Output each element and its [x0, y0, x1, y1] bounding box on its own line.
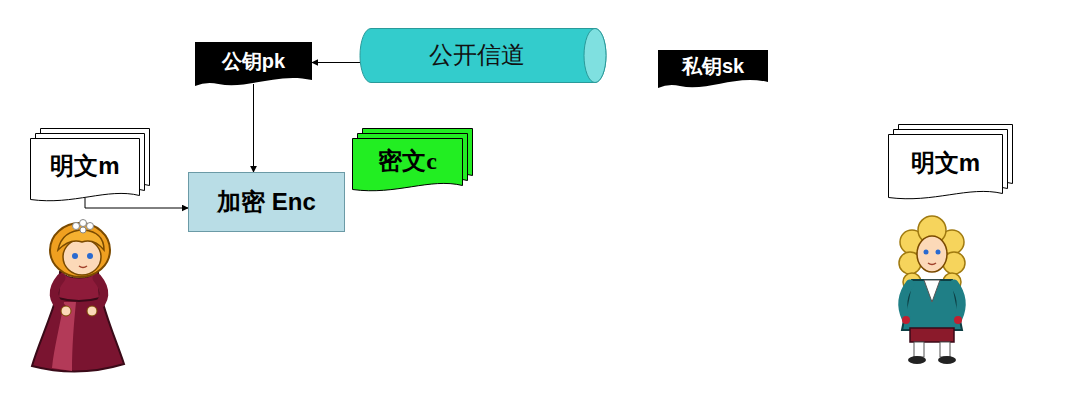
left-arm: [903, 284, 910, 318]
cylinder-body: [360, 29, 606, 83]
right-arm: [94, 278, 104, 310]
mouth: [928, 263, 936, 265]
pearl: [80, 220, 87, 227]
gentleman-figure: [899, 216, 965, 364]
shoe: [908, 356, 926, 364]
arrow-connector: [312, 62, 360, 63]
eye: [936, 250, 941, 255]
node-label: 私钥sk: [682, 54, 744, 78]
coat: [902, 280, 962, 330]
mouth: [79, 266, 87, 268]
node-label: 公钥pk: [222, 49, 285, 73]
hair-back: [50, 223, 110, 277]
key-banner: 私钥sk: [658, 50, 768, 90]
left-arm: [54, 278, 64, 310]
shoe: [938, 356, 956, 364]
face: [917, 236, 947, 272]
pearl: [73, 223, 80, 230]
jabot: [924, 280, 940, 302]
dress-skirt: [32, 292, 124, 372]
cuff: [902, 316, 910, 324]
arrow-connector: [253, 84, 254, 172]
right-arm: [954, 284, 961, 318]
document-stack: 明文m: [888, 124, 1013, 200]
node-label: 密文c: [378, 147, 437, 176]
box-shape: [189, 173, 345, 232]
hand: [87, 306, 97, 316]
face: [63, 239, 101, 275]
cylinder-end: [584, 29, 606, 83]
node-label: 加密 Enc: [217, 188, 316, 217]
node-label: 公开信道: [429, 41, 525, 70]
pearl: [80, 227, 86, 233]
stocking: [914, 342, 924, 357]
node-label: 明文m: [50, 152, 119, 181]
key-banner: 公钥pk: [195, 42, 312, 88]
document-page: [31, 139, 140, 201]
eye: [924, 250, 929, 255]
cuff: [954, 316, 962, 324]
channel-cylinder: 公开信道: [360, 28, 606, 83]
hair-bangs: [58, 230, 104, 250]
breeches: [910, 328, 954, 342]
arrow-connector: [85, 198, 188, 208]
dress-panel: [52, 302, 76, 371]
document-page: [353, 139, 463, 191]
pearl: [87, 223, 94, 230]
banner-shape: [195, 42, 312, 86]
node-label: 明文m: [911, 149, 980, 178]
eye: [72, 253, 78, 259]
princess-figure: [32, 220, 124, 372]
banner-shape: [658, 50, 768, 88]
document-stack: 明文m: [30, 128, 150, 202]
document-stack: 密文c: [352, 128, 473, 192]
stocking: [940, 342, 950, 357]
hand: [61, 306, 71, 316]
eye: [87, 253, 93, 259]
document-page: [889, 135, 1003, 199]
process-box: 加密 Enc: [188, 172, 345, 232]
